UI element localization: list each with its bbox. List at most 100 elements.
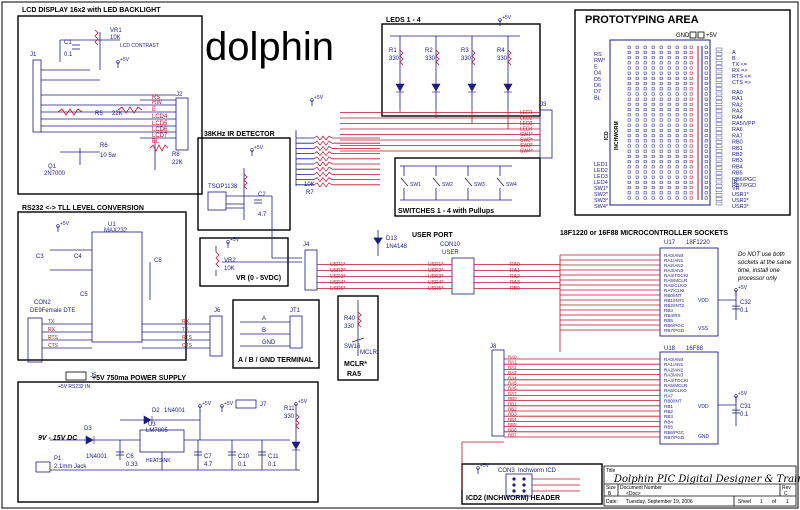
breadboard-hole — [643, 92, 647, 96]
proto-right-9: RB1 — [732, 146, 743, 152]
plus5-label-6: +5V — [738, 285, 748, 291]
breadboard-hole — [643, 118, 647, 122]
breadboard-hole — [667, 175, 671, 179]
breadboard-hole — [627, 66, 631, 70]
breadboard-hole — [651, 134, 655, 138]
resistor-element — [313, 156, 333, 162]
c10-label: C10 — [238, 454, 250, 460]
lcd-net-lcd7: LCD7 — [152, 133, 168, 139]
breadboard-hole — [683, 170, 687, 174]
proto-left-7: BL — [594, 95, 601, 101]
c5-label: C5 — [80, 292, 88, 298]
breadboard-hole — [667, 186, 671, 190]
j8-net-4: RA4 — [508, 375, 517, 380]
u18-pin-2: RA2/AN2 — [664, 367, 684, 372]
sw16-desc: MCLR — [360, 350, 378, 356]
proto-bottom-right-1: VR — [732, 186, 740, 192]
icd2-heading: ICD2 (INCHWORM) HEADER — [466, 495, 560, 502]
rail-hole — [689, 76, 693, 80]
proto-left-6: D7 — [594, 89, 601, 95]
j5-label: J5 — [90, 373, 97, 379]
vr1-value: 10K — [110, 35, 121, 41]
breadboard-hole — [643, 66, 647, 70]
db9-connector — [27, 317, 43, 363]
breadboard-hole — [675, 175, 679, 179]
r3-label: R3 — [461, 48, 469, 54]
breadboard-hole — [659, 76, 663, 80]
j8-net-10: RB2 — [508, 407, 517, 412]
rail-hole — [689, 144, 693, 148]
breadboard-hole — [651, 92, 655, 96]
breadboard-hole — [675, 149, 679, 153]
plus5-label-9: +5V — [224, 401, 234, 407]
j6-label: J6 — [214, 308, 221, 314]
breadboard-hole — [651, 113, 655, 117]
rail-hole — [689, 165, 693, 169]
con10-label: CON10 — [440, 242, 461, 248]
breadboard-hole — [635, 113, 639, 117]
ir-detector-body — [207, 191, 227, 211]
breadboard-hole — [683, 87, 687, 91]
breadboard-hole — [635, 123, 639, 127]
j7-label: J7 — [260, 402, 267, 408]
breadboard-hole — [635, 165, 639, 169]
c4-label: C4 — [74, 254, 82, 260]
rail-hole — [689, 87, 693, 91]
breadboard-hole — [675, 66, 679, 70]
breadboard-hole — [659, 102, 663, 106]
breadboard-hole — [643, 102, 647, 106]
lcd-section-box — [17, 15, 203, 195]
leds-connector-j3 — [539, 109, 553, 159]
c31-label: C31 — [740, 404, 752, 410]
plus5-marker — [734, 394, 738, 398]
breadboard-hole — [651, 144, 655, 148]
breadboard-hole — [635, 186, 639, 190]
breadboard-hole — [683, 154, 687, 158]
plus5-marker — [56, 224, 60, 228]
u17-vss: VSS — [698, 326, 709, 332]
breadboard-hole — [675, 45, 679, 49]
breadboard-hole — [659, 82, 663, 86]
user-port-heading: USER PORT — [412, 232, 454, 239]
proto-header-pin — [715, 184, 723, 188]
proto-right-4: RA4 — [732, 115, 743, 121]
c32-label: C32 — [740, 300, 752, 306]
c7-label: C7 — [204, 454, 212, 460]
ir-part: TSOP1138 — [208, 184, 238, 190]
breadboard-hole — [683, 191, 687, 195]
c31-value: 0.1 — [740, 412, 749, 418]
u17-label: U17 — [664, 240, 676, 246]
proto-right-13: RB5 — [732, 171, 743, 177]
u18-vdd: VDD — [698, 404, 709, 410]
proto-header-pin — [715, 96, 723, 100]
resistor-array — [295, 130, 380, 188]
wire — [432, 177, 441, 187]
u17-part: 18F1220 — [686, 240, 710, 246]
breadboard-hole — [627, 113, 631, 117]
u18-pin-8: RB0/INT — [664, 399, 682, 404]
icd-pin — [522, 477, 526, 481]
u17-pin-9: RB1/INT1 — [664, 298, 685, 303]
breadboard-hole — [651, 160, 655, 164]
breadboard-hole — [635, 82, 639, 86]
j8-connector — [491, 349, 505, 437]
breadboard-hole — [635, 180, 639, 184]
u17-pin-4: RA4/TOCKI — [664, 273, 688, 278]
j8-net-1: RA1 — [508, 360, 517, 365]
proto-header-pin — [715, 74, 723, 78]
r40-label: R40 — [344, 316, 356, 322]
breadboard-hole — [659, 134, 663, 138]
u17-pin-5: RA5/MCLR — [664, 278, 688, 283]
switch-label-2: SW2 — [442, 182, 453, 188]
c1-label: C1 — [64, 40, 72, 46]
proto-header-pin — [715, 87, 723, 91]
rail-hole — [689, 196, 693, 200]
breadboard-hole — [667, 56, 671, 60]
breadboard-hole — [635, 170, 639, 174]
u17-pin-6: RA6/CLKO — [664, 283, 687, 288]
breadboard-hole — [683, 180, 687, 184]
proto-header-pin — [715, 56, 723, 60]
breadboard-hole — [643, 113, 647, 117]
vr2-label: VR2 — [224, 258, 236, 264]
